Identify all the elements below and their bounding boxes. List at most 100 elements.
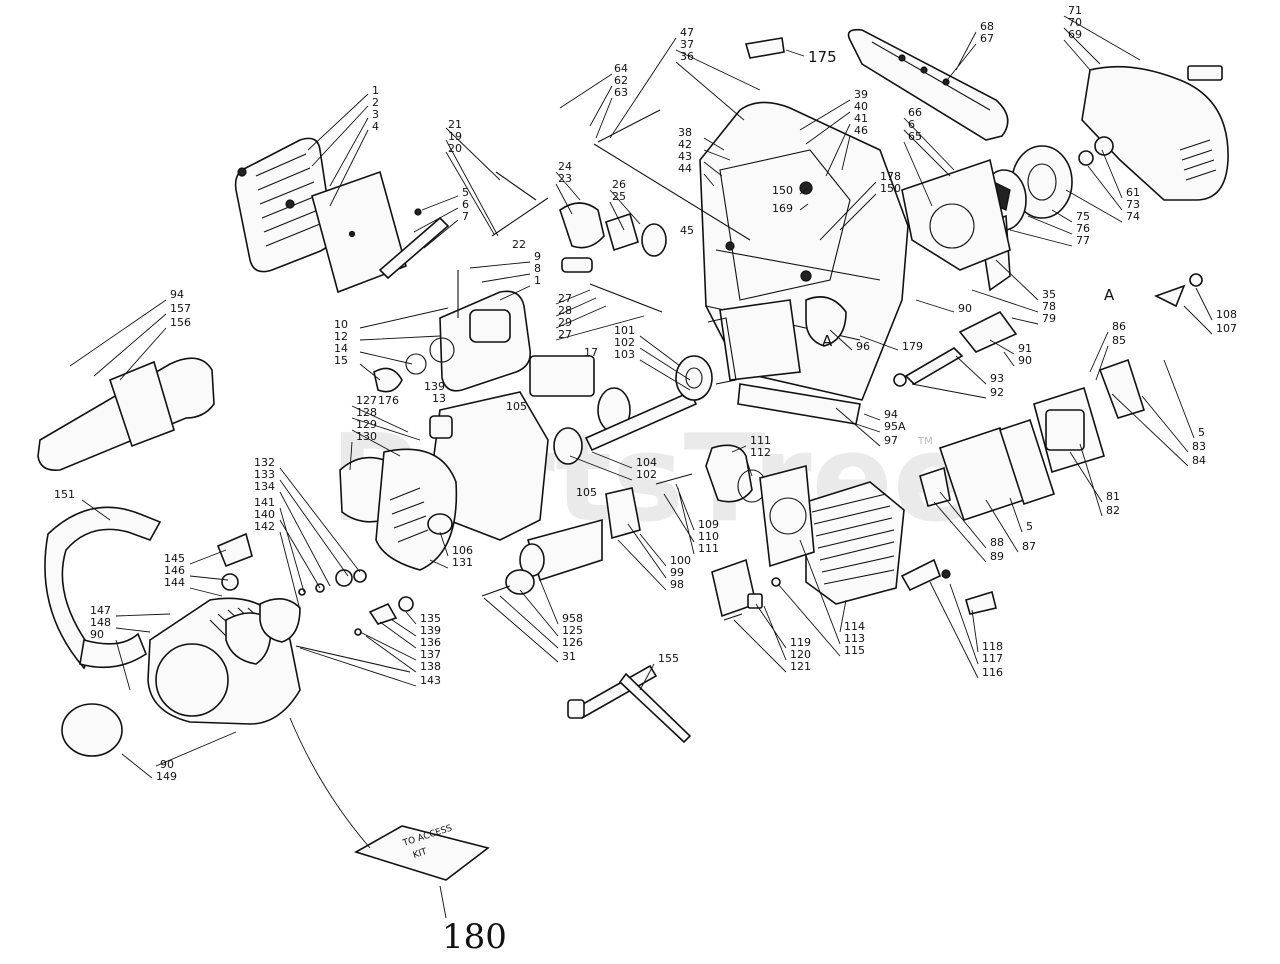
- callout-6: 6: [462, 198, 469, 211]
- callout-130: 130: [356, 430, 377, 443]
- callout-71: 71: [1068, 4, 1082, 17]
- bag-text-line2: KIT: [412, 847, 429, 861]
- callout-116: 116: [982, 666, 1003, 679]
- callout-88: 88: [990, 536, 1004, 549]
- piston: [605, 444, 767, 540]
- callout-157: 157: [170, 302, 191, 315]
- callout-44: 44: [678, 162, 692, 175]
- callout-9: 9: [534, 250, 541, 263]
- callout-67: 67: [980, 32, 994, 45]
- callout-12: 12: [334, 330, 348, 343]
- callout-90: 90: [1018, 354, 1032, 367]
- chain-brake-parts: [893, 273, 1203, 387]
- callout-120: 120: [790, 648, 811, 661]
- callout-85: 85: [1112, 334, 1126, 347]
- callout-3: 3: [372, 108, 379, 121]
- callout-63: 63: [614, 86, 628, 99]
- callout-45: 45: [680, 224, 694, 237]
- callout-105: 105: [506, 400, 527, 413]
- starter-pawls: [295, 596, 414, 673]
- guide-bar-chain: [847, 28, 1009, 141]
- callout-111: 111: [698, 542, 719, 555]
- carburetor: [373, 270, 532, 393]
- callout-90: 90: [90, 628, 104, 641]
- callout-129: 129: [356, 418, 377, 431]
- callout-21: 21: [448, 118, 462, 131]
- callout-61: 61: [1126, 186, 1140, 199]
- air-filter-plate: [311, 170, 407, 294]
- callout-112: 112: [750, 446, 771, 459]
- callout-35: 35: [1042, 288, 1056, 301]
- callout-25: 25: [612, 190, 626, 203]
- handwritten-callout-180: 180: [442, 917, 507, 957]
- cylinder: [759, 464, 905, 605]
- callout-69: 69: [1068, 28, 1082, 41]
- callout-78: 78: [1042, 300, 1056, 313]
- callout-94: 94: [170, 288, 184, 301]
- callout-105: 105: [576, 486, 597, 499]
- callout-139: 139: [420, 624, 441, 637]
- callout-40: 40: [854, 100, 868, 113]
- flywheel-washers: [298, 569, 367, 596]
- callout-115: 115: [844, 644, 865, 657]
- callout-29: 29: [558, 316, 572, 329]
- hand-guard: [37, 357, 215, 472]
- callout-81: 81: [1106, 490, 1120, 503]
- callout-43: 43: [678, 150, 692, 163]
- fan-housing-left: [339, 448, 458, 571]
- decal-175: [744, 37, 805, 59]
- callout-2: 2: [372, 96, 379, 109]
- callout-102: 102: [636, 468, 657, 481]
- callout-5: 5: [1198, 426, 1205, 439]
- callout-136: 136: [420, 636, 441, 649]
- callout-111: 111: [750, 434, 771, 447]
- callout-10: 10: [334, 318, 348, 331]
- callout-70: 70: [1068, 16, 1082, 29]
- bag-leader: [289, 717, 371, 849]
- callout-73: 73: [1126, 198, 1140, 211]
- section-label-175: 175: [808, 48, 837, 66]
- callout-76: 76: [1076, 222, 1090, 235]
- clutch-drum: [1011, 136, 1114, 219]
- callout-100: 100: [670, 554, 691, 567]
- starter-housing: [147, 532, 301, 725]
- combination-wrench: [567, 664, 692, 744]
- callout-1: 1: [372, 84, 379, 97]
- callout-134: 134: [254, 480, 275, 493]
- callout-1: 1: [534, 274, 541, 287]
- callout-126: 126: [562, 636, 583, 649]
- oil-pump: [707, 296, 847, 385]
- callout-87: 87: [1022, 540, 1036, 553]
- callout-958: 958: [562, 612, 583, 625]
- callout-138: 138: [420, 660, 441, 673]
- callout-150: 150: [880, 182, 901, 195]
- bag-leader-180: [439, 885, 447, 919]
- filter-clip: [378, 208, 450, 280]
- callout-31: 31: [562, 650, 576, 663]
- callout-15: 15: [334, 354, 348, 367]
- callout-68: 68: [980, 20, 994, 33]
- sprocket-cover: [1081, 65, 1229, 201]
- fuel-filter-parts: [491, 171, 667, 397]
- callout-149: 149: [156, 770, 177, 783]
- crankcase-left: [429, 391, 603, 597]
- callout-107: 107: [1216, 322, 1237, 335]
- callout-90: 90: [958, 302, 972, 315]
- callout-93: 93: [990, 372, 1004, 385]
- callout-155: 155: [658, 652, 679, 665]
- callout-156: 156: [170, 316, 191, 329]
- callout-131: 131: [452, 556, 473, 569]
- callout-28: 28: [558, 304, 572, 317]
- leader-lines: [69, 15, 1213, 779]
- callout-75: 75: [1076, 210, 1090, 223]
- callout-65: 65: [908, 130, 922, 143]
- callout-94: 94: [884, 408, 898, 421]
- callout-106: 106: [452, 544, 473, 557]
- callout-13: 13: [432, 392, 446, 405]
- callout-150: 150: [772, 184, 793, 197]
- callout-77: 77: [1076, 234, 1090, 247]
- callout-27: 27: [558, 328, 572, 341]
- callout-4: 4: [372, 120, 379, 133]
